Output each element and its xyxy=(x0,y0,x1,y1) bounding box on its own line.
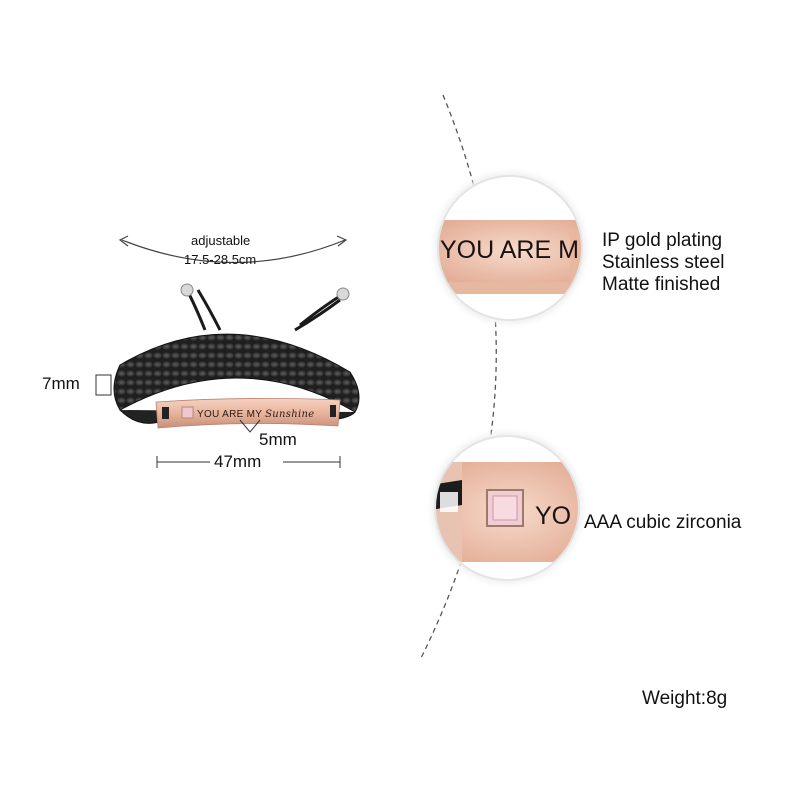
thickness-label: 5mm xyxy=(259,430,297,449)
adjustable-arrow xyxy=(118,235,348,264)
weight-label: Weight:8g xyxy=(642,688,728,709)
stone-zoom-engraving: YO xyxy=(535,502,572,530)
adjustable-range-label: 17.5-28.5cm xyxy=(184,252,257,267)
bead-left xyxy=(180,283,194,297)
dashed-guide-arc xyxy=(419,94,497,661)
engraved-bar xyxy=(155,398,341,429)
engraving-script-text: Sunshine xyxy=(265,409,315,420)
width-label: 7mm xyxy=(42,374,80,393)
bead-right xyxy=(336,287,350,301)
thickness-marker xyxy=(239,419,261,433)
adjustable-label: adjustable xyxy=(191,233,251,248)
stone-feature: AAA cubic zirconia xyxy=(584,512,742,533)
length-dimension-line xyxy=(156,456,341,468)
bracelet-pull-cords xyxy=(180,283,350,332)
plate-feature-3: Matte finished xyxy=(602,274,721,295)
plate-zoom-circle xyxy=(434,172,586,324)
plate-feature-2: Stainless steel xyxy=(602,252,725,273)
engraving-block-text: YOU ARE MY xyxy=(197,409,263,420)
bar-stone xyxy=(181,406,194,419)
length-label: 47mm xyxy=(214,452,262,471)
stone-zoom-engraving-clip: YO xyxy=(435,436,579,580)
width-bracket xyxy=(95,374,112,396)
plate-feature-1: IP gold plating xyxy=(602,230,723,251)
plate-zoom-engraving-clip: YOU ARE M xyxy=(438,176,582,320)
bar-engraving: YOU ARE MY Sunshine xyxy=(197,409,314,420)
stone-zoom-circle xyxy=(431,432,583,584)
plate-zoom-engraving: YOU ARE M xyxy=(440,236,579,264)
